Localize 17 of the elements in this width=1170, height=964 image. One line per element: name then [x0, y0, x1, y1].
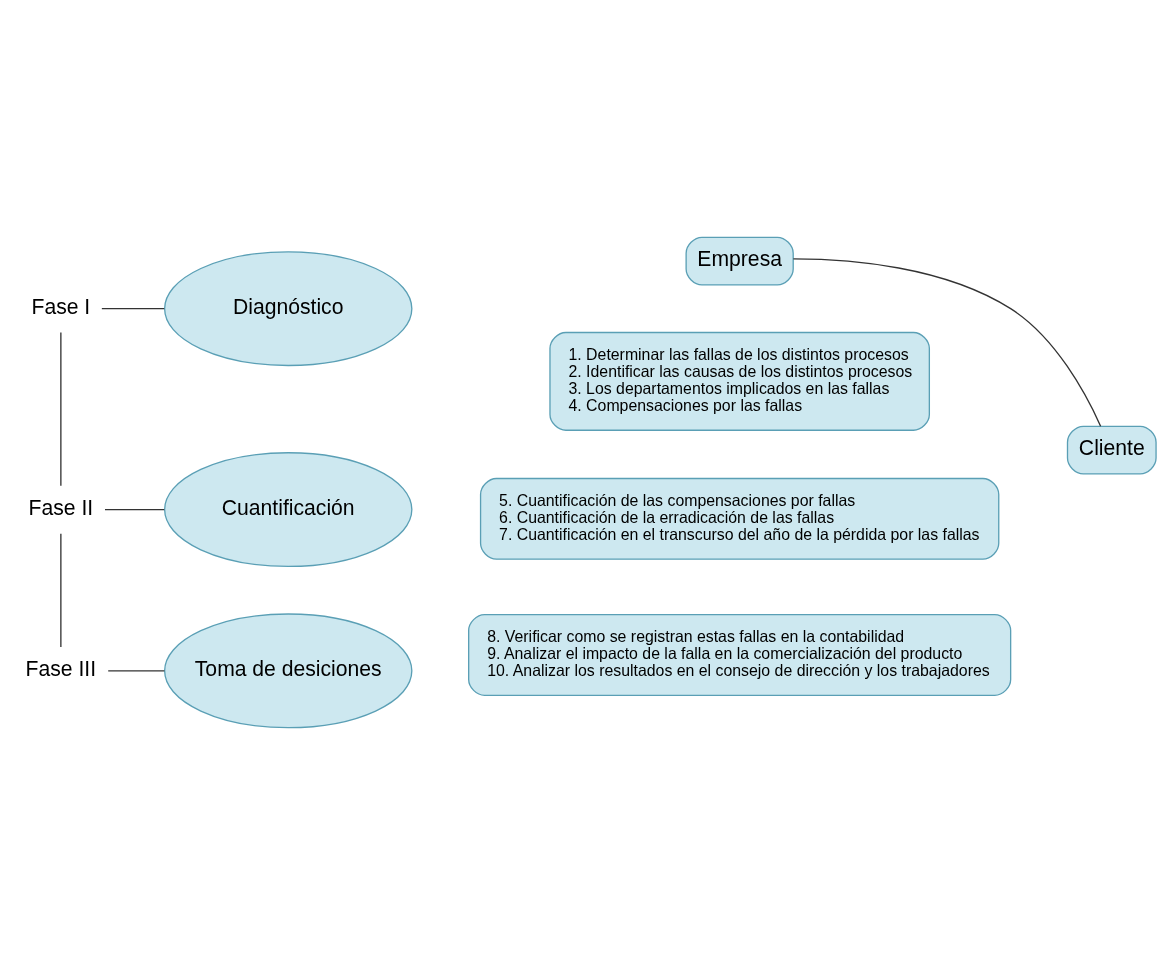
connector — [60, 532, 62, 648]
node-ellipse: Cuantificación — [164, 451, 413, 567]
node-box: 5. Cuantificación de las compensaciones por fallas 6. Cuantificación de la erradicación de las fallas 7. Cuantificación en el transcurso del año de la pérdida por las fallas — [479, 477, 1000, 560]
node-box: 1. Determinar las fallas de los distintos procesos 2. Identificar las causas de los distintos procesos 3. Los departamentos implicados en las fallas 4. Compensaciones por las fallas — [549, 331, 930, 431]
node-box: Cliente — [1066, 425, 1157, 475]
node-ellipse: Toma de desiciones — [164, 612, 413, 728]
node-text: Fase II — [28, 495, 94, 519]
node-text: Fase III — [25, 656, 97, 680]
node-text: Fase I — [31, 294, 91, 318]
node-box: Empresa — [685, 236, 794, 286]
connector — [107, 669, 165, 672]
connector — [101, 307, 165, 309]
connector — [104, 508, 165, 510]
connector — [792, 257, 1102, 427]
node-box: 8. Verificar como se registran estas fallas en la contabilidad 9. Analizar el impacto de la falla en la comercialización del producto 10. Analizar los resultados en el consejo de dirección y los trabajadores — [468, 613, 1012, 696]
connector — [60, 331, 62, 486]
node-ellipse: Diagnóstico — [164, 250, 413, 366]
